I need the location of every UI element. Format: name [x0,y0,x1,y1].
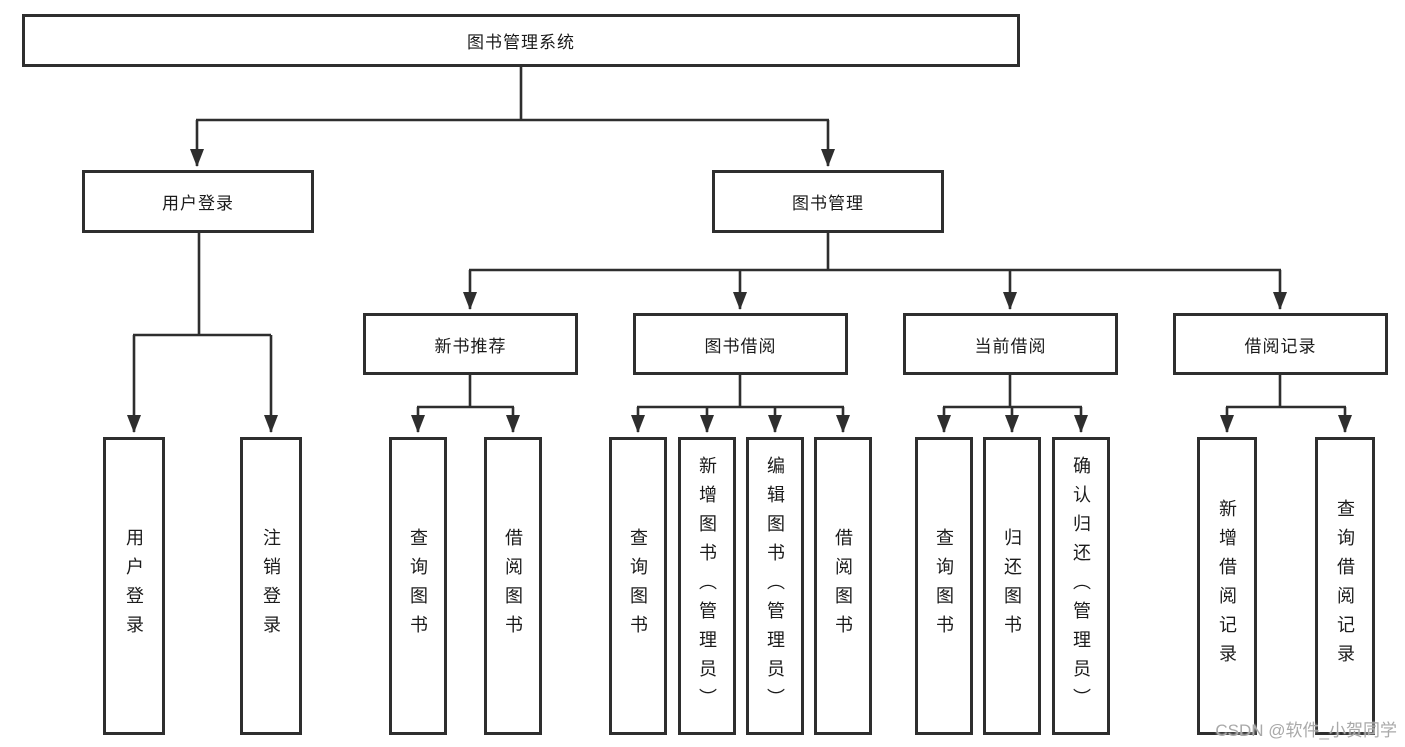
leaf-user-login-label: 用户登录 [124,528,144,644]
leaf-return-books-label: 归还图书 [1002,528,1022,644]
leaf-query-books-1-label: 查询图书 [408,528,428,644]
node-book-borrowing-label: 图书借阅 [704,336,777,356]
csdn-watermark: CSDN @软件_小贺同学 [1215,721,1397,740]
leaf-borrow-books-2: 借阅图书 [814,437,872,735]
leaf-logout-label: 注销登录 [261,528,281,644]
leaf-query-books-2: 查询图书 [609,437,667,735]
leaf-query-books-3: 查询图书 [915,437,973,735]
leaf-confirm-return-admin-label: 确认归还（管理员） [1071,455,1091,717]
node-borrowing-records-label: 借阅记录 [1244,336,1317,356]
leaf-query-books-1: 查询图书 [389,437,447,735]
node-new-book-recommendation: 新书推荐 [363,313,578,375]
leaf-query-books-3-label: 查询图书 [934,528,954,644]
node-user-login-label: 用户登录 [162,194,234,213]
node-book-management-label: 图书管理 [792,194,864,213]
leaf-query-books-2-label: 查询图书 [628,528,648,644]
leaf-query-borrow-record: 查询借阅记录 [1315,437,1375,735]
leaf-query-borrow-record-label: 查询借阅记录 [1335,499,1355,673]
leaf-confirm-return-admin: 确认归还（管理员） [1052,437,1110,735]
leaf-borrow-books-1: 借阅图书 [484,437,542,735]
leaf-borrow-books-1-label: 借阅图书 [503,528,523,644]
leaf-return-books: 归还图书 [983,437,1041,735]
node-root: 图书管理系统 [22,14,1020,67]
node-root-label: 图书管理系统 [467,33,575,52]
node-book-borrowing: 图书借阅 [633,313,848,375]
leaf-add-borrow-record: 新增借阅记录 [1197,437,1257,735]
leaf-edit-books-admin: 编辑图书（管理员） [746,437,804,735]
node-new-book-recommendation-label: 新书推荐 [434,336,507,356]
leaf-borrow-books-2-label: 借阅图书 [833,528,853,644]
leaf-add-books-admin: 新增图书（管理员） [678,437,736,735]
leaf-add-borrow-record-label: 新增借阅记录 [1217,499,1237,673]
node-current-borrowing-label: 当前借阅 [974,336,1047,356]
leaf-add-books-admin-label: 新增图书（管理员） [697,455,717,717]
node-book-management: 图书管理 [712,170,944,233]
node-current-borrowing: 当前借阅 [903,313,1118,375]
leaf-edit-books-admin-label: 编辑图书（管理员） [765,455,785,717]
leaf-user-login: 用户登录 [103,437,165,735]
node-borrowing-records: 借阅记录 [1173,313,1388,375]
node-user-login: 用户登录 [82,170,314,233]
leaf-logout: 注销登录 [240,437,302,735]
